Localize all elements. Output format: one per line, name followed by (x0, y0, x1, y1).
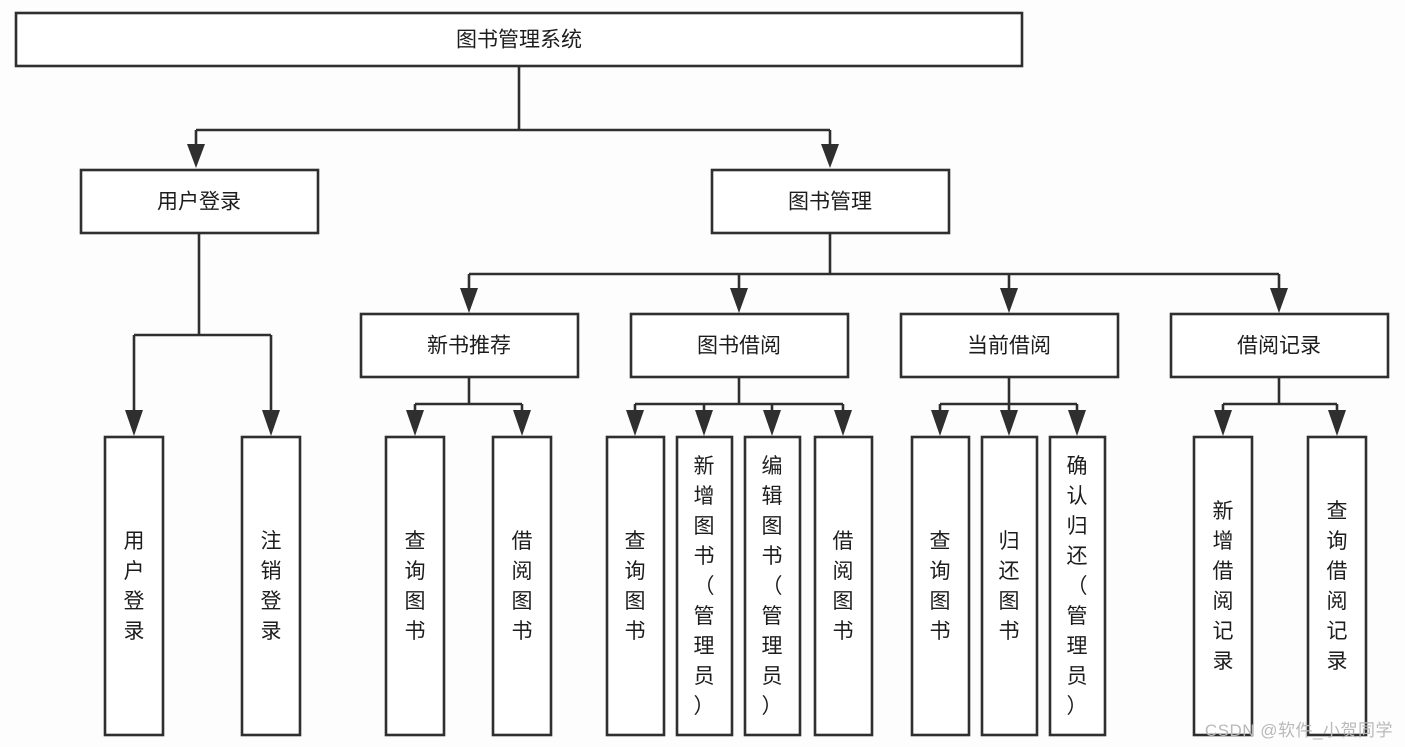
leaf-return-book-box[interactable] (980, 435, 1039, 737)
node-user-login-label: 用户登录 (157, 191, 241, 214)
node-book-management-label: 图书管理 (788, 191, 872, 214)
leaf-add-borrow-record[interactable]: 新增借阅记录 (1192, 435, 1254, 737)
node-root-box[interactable] (14, 11, 1024, 68)
node-current-borrow-label: 当前借阅 (967, 335, 1051, 358)
leaf-logout-box[interactable] (240, 435, 302, 737)
leaf-borrow-book-bw-box[interactable] (813, 435, 874, 737)
node-book-borrow-label: 图书借阅 (697, 335, 781, 358)
arrowhead-cb-leaf1 (931, 410, 949, 436)
node-root[interactable]: 图书管理系统 (14, 11, 1024, 68)
leaf-borrow-book-bw[interactable]: 借阅图书 (813, 435, 874, 737)
leaf-user-login[interactable]: 用户登录 (103, 435, 165, 737)
leaf-query-book-cb[interactable]: 查询图书 (910, 435, 971, 737)
leaf-logout-label: 注销登录 (261, 530, 282, 643)
leaf-borrow-book-nb[interactable]: 借阅图书 (491, 435, 553, 737)
arrowhead-bw-leaf1 (626, 410, 644, 436)
node-current-borrow[interactable]: 当前借阅 (899, 312, 1120, 379)
node-book-management[interactable]: 图书管理 (710, 168, 951, 235)
arrowhead-cb-leaf2 (1000, 410, 1018, 436)
leaf-query-book-cb-box[interactable] (910, 435, 971, 737)
leaf-edit-book-admin[interactable]: 编辑图书（管理员） (743, 435, 802, 737)
node-user-login-box[interactable] (79, 168, 320, 235)
node-user-login[interactable]: 用户登录 (79, 168, 320, 235)
node-new-book-recommend-box[interactable] (359, 312, 580, 379)
arrowhead-rc-leaf2 (1328, 410, 1346, 436)
node-current-borrow-box[interactable] (899, 312, 1120, 379)
leaf-query-book-cb-label: 查询图书 (930, 530, 951, 643)
node-borrow-record-label: 借阅记录 (1237, 335, 1321, 358)
arrowhead-to-current (1000, 288, 1018, 313)
arrowhead-rc-leaf1 (1214, 410, 1232, 436)
connectors (125, 66, 1346, 436)
leaf-borrow-book-nb-box[interactable] (491, 435, 553, 737)
arrowhead-to-record (1270, 288, 1288, 313)
leaf-edit-book-admin-box[interactable] (743, 435, 802, 737)
node-book-management-box[interactable] (710, 168, 951, 235)
leaf-return-book-label: 归还图书 (999, 530, 1020, 643)
leaf-add-borrow-record-box[interactable] (1192, 435, 1254, 737)
arrowhead-leaf-user-login (125, 410, 143, 436)
node-new-book-recommend[interactable]: 新书推荐 (359, 312, 580, 379)
leaf-logout[interactable]: 注销登录 (240, 435, 302, 737)
node-book-borrow[interactable]: 图书借阅 (629, 312, 850, 379)
leaf-borrow-book-bw-label: 借阅图书 (833, 530, 854, 643)
arrowhead-bw-leaf2 (695, 410, 713, 436)
leaf-add-borrow-record-label: 新增借阅记录 (1213, 500, 1234, 673)
node-borrow-record-box[interactable] (1169, 312, 1390, 379)
leaf-confirm-return-admin-box[interactable] (1048, 435, 1107, 737)
arrowhead-bw-leaf4 (834, 410, 852, 436)
arrowhead-nb-leaf1 (406, 410, 424, 436)
leaf-confirm-return-admin-label: 确认归还（管理员） (1067, 455, 1088, 718)
leaf-add-book-admin-label: 新增图书（管理员） (694, 455, 715, 718)
leaf-user-login-label: 用户登录 (124, 530, 145, 643)
leaf-query-book-bw[interactable]: 查询图书 (605, 435, 666, 737)
leaf-query-book-nb[interactable]: 查询图书 (384, 435, 446, 737)
leaf-user-login-box[interactable] (103, 435, 165, 737)
leaf-query-book-bw-label: 查询图书 (625, 530, 646, 643)
leaf-query-borrow-record-box[interactable] (1306, 435, 1368, 737)
node-borrow-record[interactable]: 借阅记录 (1169, 312, 1390, 379)
leaf-query-book-nb-label: 查询图书 (405, 530, 426, 643)
leaf-query-book-bw-box[interactable] (605, 435, 666, 737)
arrowhead-to-newbook (460, 288, 478, 313)
arrowhead-cb-leaf3 (1068, 410, 1086, 436)
node-root-label: 图书管理系统 (456, 29, 582, 52)
arrowhead-nb-leaf2 (513, 410, 531, 436)
arrowhead-to-login (187, 144, 205, 168)
arrowhead-to-bookmgmt (821, 144, 839, 168)
leaf-query-borrow-record-label: 查询借阅记录 (1327, 500, 1348, 673)
arrowhead-to-borrow (730, 288, 748, 313)
leaf-return-book[interactable]: 归还图书 (980, 435, 1039, 737)
leaf-borrow-book-nb-label: 借阅图书 (512, 530, 533, 643)
leaf-query-book-nb-box[interactable] (384, 435, 446, 737)
arrowhead-leaf-logout (262, 410, 280, 436)
node-new-book-recommend-label: 新书推荐 (427, 335, 511, 358)
node-book-borrow-box[interactable] (629, 312, 850, 379)
leaf-edit-book-admin-label: 编辑图书（管理员） (762, 455, 783, 718)
leaf-add-book-admin-box[interactable] (675, 435, 734, 737)
leaf-confirm-return-admin[interactable]: 确认归还（管理员） (1048, 435, 1107, 737)
leaf-add-book-admin[interactable]: 新增图书（管理员） (675, 435, 734, 737)
arrowhead-bw-leaf3 (763, 410, 781, 436)
leaf-query-borrow-record[interactable]: 查询借阅记录 (1306, 435, 1368, 737)
